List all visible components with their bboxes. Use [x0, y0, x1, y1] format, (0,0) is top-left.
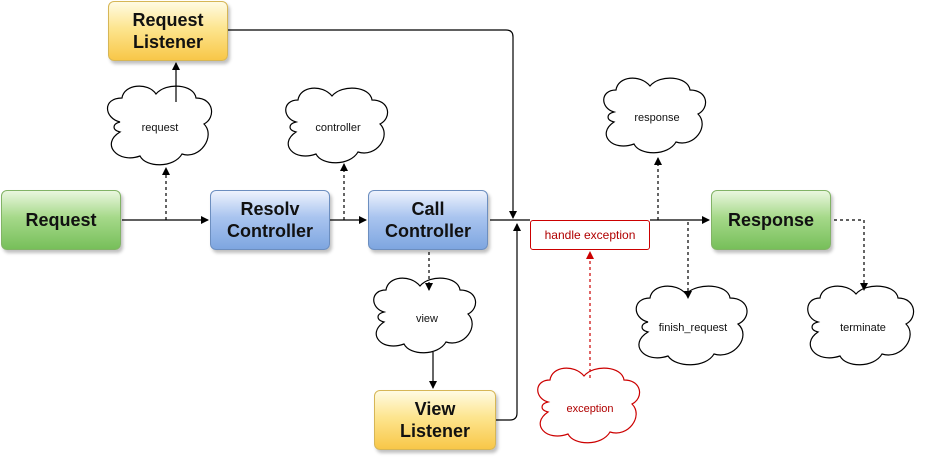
request-node: Request	[1, 190, 121, 250]
cloud-controller	[285, 87, 389, 164]
cloud-finish-request	[635, 285, 748, 366]
view-listener-node: View Listener	[374, 390, 496, 450]
event-view-label: view	[415, 313, 438, 325]
event-request-label: request	[141, 122, 179, 134]
resolv-controller-node: Resolv Controller	[210, 190, 330, 250]
cloud-view	[373, 277, 477, 354]
event-response-label: response	[634, 112, 680, 124]
cloud-terminate	[807, 285, 915, 366]
arrow-request-listener-to-flow	[228, 29, 517, 219]
handle-exception-box: handle exception	[530, 220, 650, 250]
event-finish-request-label: finish_request	[658, 322, 728, 334]
cloud-response	[603, 77, 707, 154]
event-exception-label: exception	[566, 403, 614, 415]
request-listener-node: Request Listener	[108, 1, 228, 61]
arrow-view-listener-to-flow	[496, 223, 521, 421]
event-controller-label: controller	[315, 122, 361, 134]
dashed-terminate-event	[834, 219, 868, 291]
call-controller-node: Call Controller	[368, 190, 488, 250]
event-terminate-label: terminate	[840, 322, 886, 334]
response-node: Response	[711, 190, 831, 250]
cloud-exception	[537, 367, 641, 444]
cloud-request	[106, 85, 213, 166]
